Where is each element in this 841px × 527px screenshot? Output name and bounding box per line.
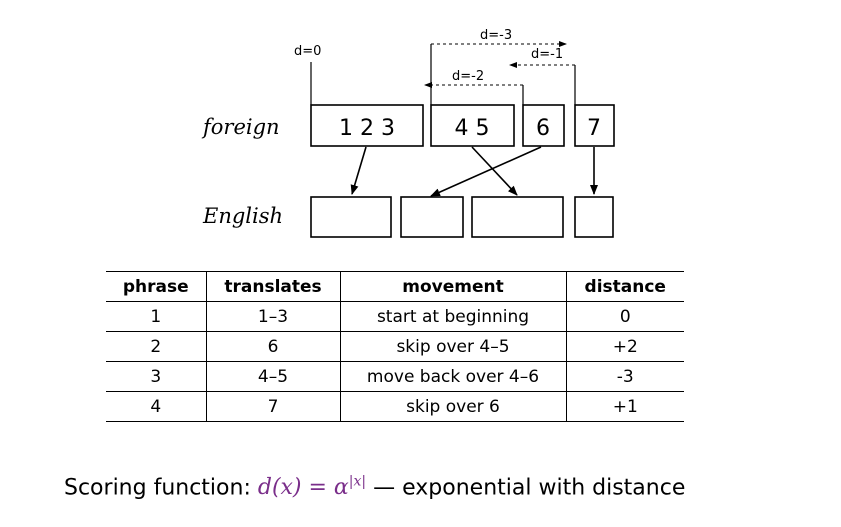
scoring-formula-lhs: d(x) = α [257,475,349,501]
header-phrase: phrase [106,271,206,302]
cell-movement: skip over 6 [339,391,566,422]
english-phrase-box-3 [471,196,564,238]
alignment-arrow-3 [471,146,518,196]
cell-phrase: 2 [106,331,206,362]
scoring-formula: d(x) = α|x| [257,474,367,501]
scoring-suffix: — exponential with distance [366,475,686,501]
english-phrase-box-2 [400,196,464,238]
header-distance: distance [565,271,684,302]
distance-label-d0: d=0 [294,44,321,59]
cell-translates: 7 [205,391,340,422]
distance-label-d-2: d=-2 [452,69,484,84]
foreign-phrase-text-2: 4 5 [455,116,490,141]
distance-label-d-1: d=-1 [531,47,563,62]
cell-distance: +1 [565,391,684,422]
distance-label-d-3: d=-3 [480,28,512,43]
cell-phrase: 1 [106,301,206,332]
foreign-phrase-text-4: 7 [587,116,601,141]
table-row: 4 7 skip over 6 +1 [106,391,684,422]
cell-movement: skip over 4–5 [339,331,566,362]
foreign-phrase-box-3 [522,104,565,147]
cell-translates: 4–5 [205,361,340,392]
foreign-phrase-text-3: 6 [536,116,550,141]
scoring-prefix: Scoring function: [64,475,258,501]
cell-translates: 1–3 [205,301,340,332]
english-label: English [202,204,283,228]
scoring-formula-exponent: |x| [348,474,367,490]
header-movement: movement [339,271,566,302]
cell-phrase: 3 [106,361,206,392]
scoring-function-line: Scoring function: d(x) = α|x| — exponent… [64,474,685,500]
reordering-diagram: foreign English 1 2 3 4 5 6 7 d=0 d=-3 d… [201,28,615,238]
cell-movement: start at beginning [339,301,566,332]
table-header-row: phrase translates movement distance [106,271,684,302]
reordering-table: phrase translates movement distance 1 1–… [106,271,684,422]
english-phrase-box-1 [310,196,392,238]
cell-phrase: 4 [106,391,206,422]
foreign-label: foreign [201,115,280,139]
cell-distance: -3 [565,361,684,392]
foreign-phrase-box-1 [310,104,424,147]
english-phrase-box-4 [574,196,614,238]
table-row: 3 4–5 move back over 4–6 -3 [106,361,684,392]
alignment-arrow-2 [430,146,542,197]
table-row: 1 1–3 start at beginning 0 [106,301,684,332]
cell-translates: 6 [205,331,340,362]
cell-distance: 0 [565,301,684,332]
foreign-phrase-text-1: 1 2 3 [339,116,395,141]
cell-distance: +2 [565,331,684,362]
cell-movement: move back over 4–6 [339,361,566,392]
foreign-phrase-box-2 [430,104,515,147]
alignment-arrow-1 [350,146,367,195]
table-row: 2 6 skip over 4–5 +2 [106,331,684,362]
header-translates: translates [205,271,340,302]
foreign-phrase-box-4 [574,104,615,147]
